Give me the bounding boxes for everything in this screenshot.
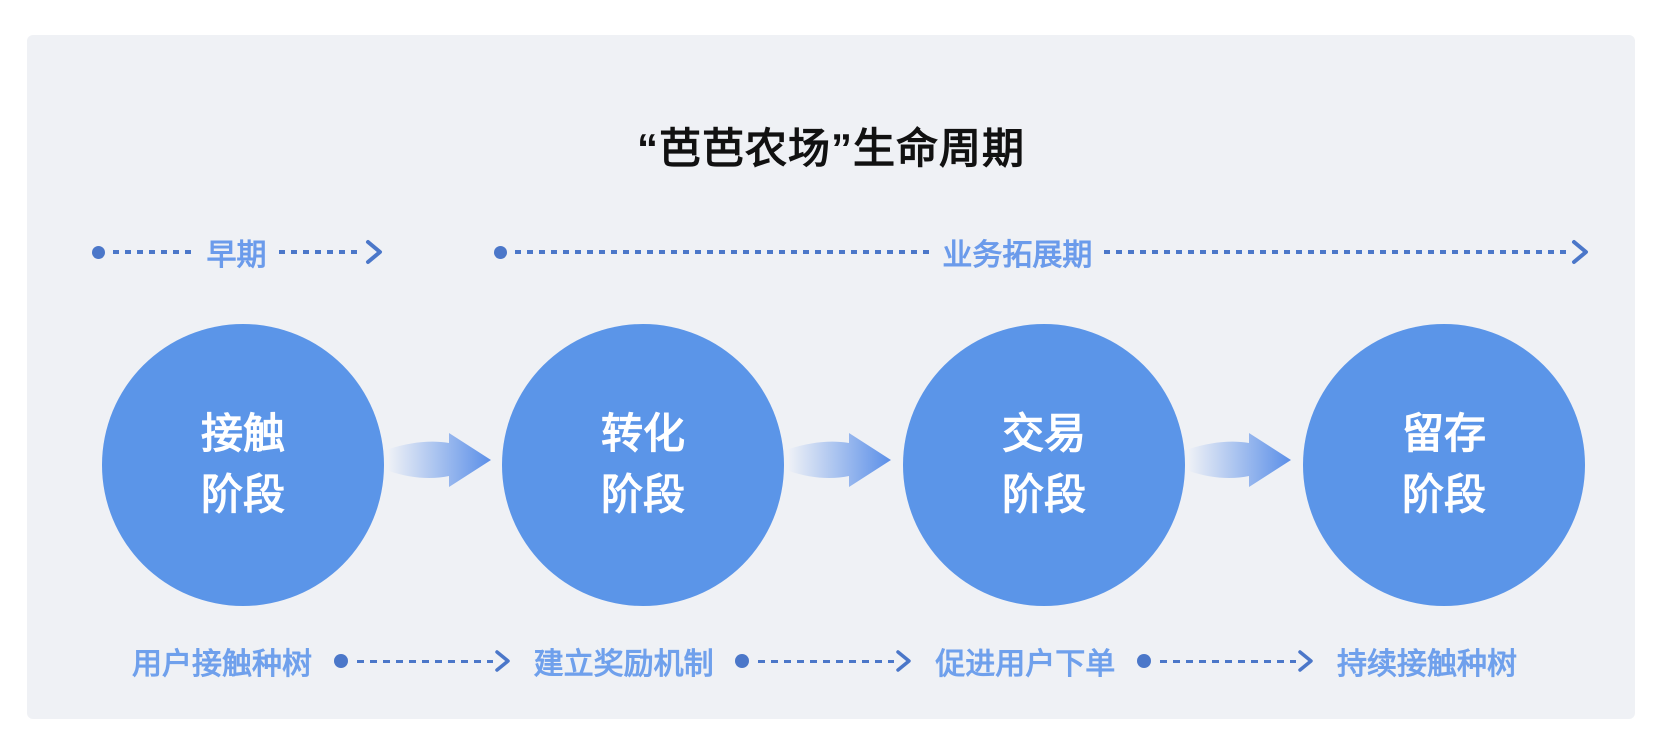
flow-arrow-icon xyxy=(1189,433,1291,487)
stage-circle-conversion: 转化 阶段 xyxy=(502,324,784,606)
arrow-chevron-icon xyxy=(1572,240,1588,264)
connector-dot xyxy=(333,654,348,668)
step-connector xyxy=(1137,648,1315,674)
stage-label-line2: 阶段 xyxy=(600,471,685,518)
dashed-line xyxy=(1160,659,1297,663)
dashed-line xyxy=(758,659,895,663)
flow-arrow-icon xyxy=(389,433,491,487)
bottom-step-label: 用户接触种树 xyxy=(132,648,312,681)
bottom-step-label: 建立奖励机制 xyxy=(533,648,714,681)
timeline-early: 早期 xyxy=(92,230,384,274)
dashed-line xyxy=(356,659,493,663)
timeline-expansion: 业务拓展期 xyxy=(494,230,1590,274)
arrow-chevron-icon xyxy=(495,650,510,672)
timeline-start-dot xyxy=(494,245,507,259)
connector-dot xyxy=(1137,654,1152,668)
dashed-line xyxy=(278,250,360,254)
timeline-early-label: 早期 xyxy=(206,239,267,272)
dashed-line xyxy=(113,250,195,254)
stage-circle-retention: 留存 阶段 xyxy=(1303,324,1585,606)
flow-arrow-icon xyxy=(789,433,891,487)
diagram-panel: “芭芭农场”生命周期 早期 业务拓展期 接触 阶段 转化 阶段 交易 阶段 留存… xyxy=(27,35,1635,719)
stage-label-line2: 阶段 xyxy=(200,471,285,518)
bottom-step-label: 促进用户下单 xyxy=(935,648,1116,681)
stage-label-line1: 留存 xyxy=(1401,410,1486,458)
stage-label-line2: 阶段 xyxy=(1001,471,1086,518)
arrow-chevron-icon xyxy=(366,240,382,264)
step-connector xyxy=(735,648,913,674)
bottom-step-label: 持续接触种树 xyxy=(1336,648,1517,681)
arrow-chevron-icon xyxy=(1298,650,1313,672)
dashed-line xyxy=(515,250,931,254)
connector-dot xyxy=(735,654,750,668)
dashed-line xyxy=(1104,250,1566,254)
diagram-title: “芭芭农场”生命周期 xyxy=(636,125,1025,172)
timeline-start-dot xyxy=(92,245,105,259)
arrow-chevron-icon xyxy=(896,650,912,672)
timeline-expansion-label: 业务拓展期 xyxy=(942,239,1093,272)
step-connector xyxy=(333,648,512,674)
stage-label-line1: 转化 xyxy=(600,410,685,458)
stage-circle-contact: 接触 阶段 xyxy=(102,324,384,606)
stage-label-line2: 阶段 xyxy=(1401,471,1486,518)
stage-label-line1: 接触 xyxy=(200,410,285,458)
bottom-steps-row: 用户接触种树 建立奖励机制 促进用户下单 持续接触种树 xyxy=(132,639,1517,683)
stage-circle-transaction: 交易 阶段 xyxy=(903,324,1185,606)
stage-label-line1: 交易 xyxy=(1001,410,1086,458)
